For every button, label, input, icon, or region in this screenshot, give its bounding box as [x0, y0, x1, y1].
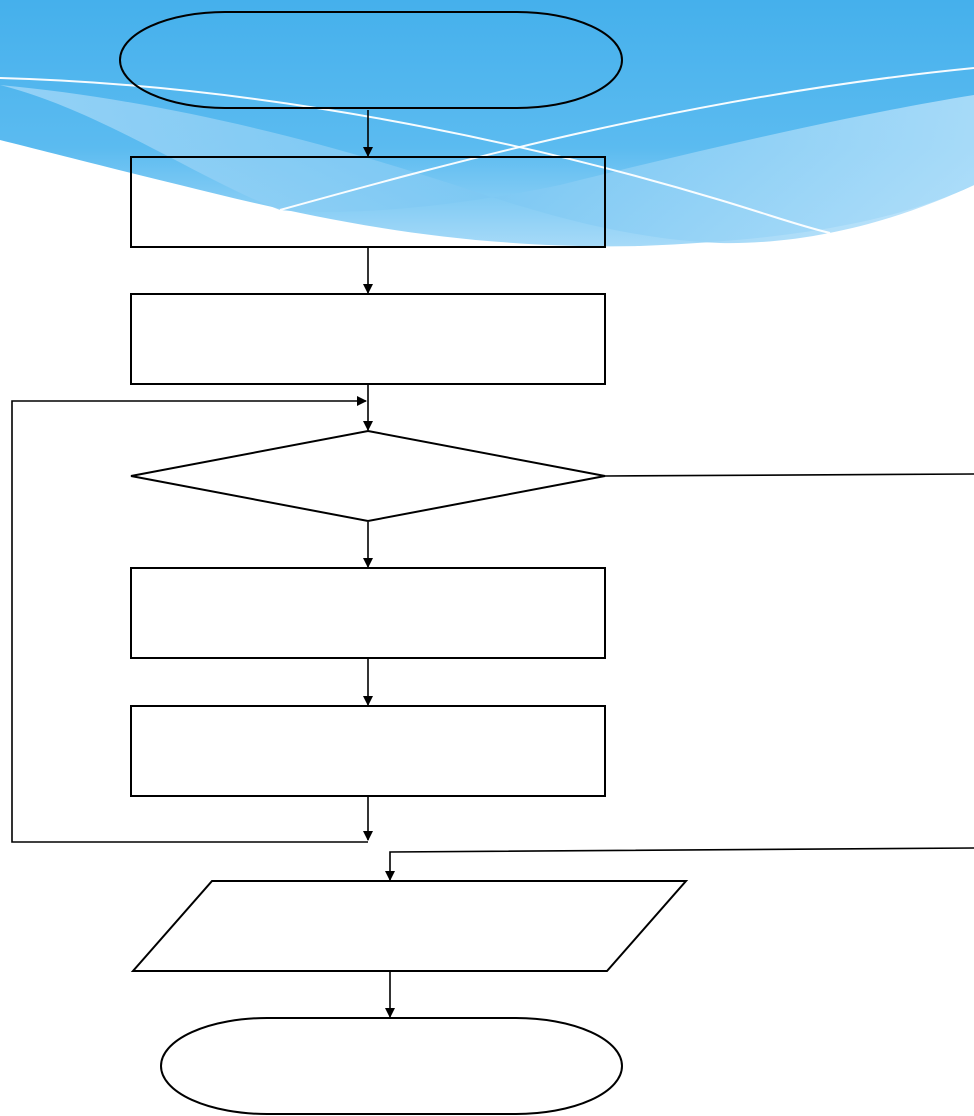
start-terminator: [119, 11, 623, 109]
loop-back-connector: [11, 396, 368, 843]
process-box-1-shape: [130, 156, 606, 248]
start-terminator-shape: [119, 11, 623, 109]
decision-diamond-shape: [130, 429, 606, 523]
decision-diamond: [130, 429, 606, 523]
process-box-4: [130, 705, 606, 797]
connectors: [11, 110, 974, 1018]
process-box-2-shape: [130, 293, 606, 385]
output-parallelogram: [130, 880, 689, 972]
end-terminator: [160, 1017, 623, 1115]
background-banner: [0, 0, 974, 247]
process-box-3-shape: [130, 567, 606, 659]
exit-return-connector: [385, 847, 974, 881]
process-box-2: [130, 293, 606, 385]
banner-swoosh-line-2: [279, 67, 974, 211]
decision-exit-branch-line: [604, 473, 974, 477]
process-box-4-shape: [130, 705, 606, 797]
process-box-1: [130, 156, 606, 248]
banner-swoosh-line-1: [0, 77, 831, 234]
process-box-3: [130, 567, 606, 659]
end-terminator-shape: [160, 1017, 623, 1115]
output-parallelogram-shape: [130, 880, 689, 972]
flowchart: [119, 11, 689, 1115]
